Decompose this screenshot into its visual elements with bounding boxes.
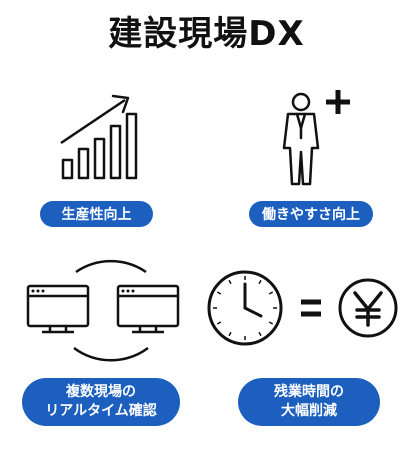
realtime-check-label: 複数現場の リアルタイム確認: [22, 378, 180, 426]
workability-label: 働きやすさ向上: [249, 201, 373, 227]
realtime-check-line2: リアルタイム確認: [45, 403, 157, 419]
overtime-reduction-line2: 大幅削減: [281, 403, 337, 419]
clock-equals-yen-icon: [207, 270, 398, 346]
realtime-check-line1: 複数現場の: [66, 384, 136, 400]
productivity-label: 生産性向上: [40, 201, 153, 227]
page-title: 建設現場DX: [108, 14, 305, 54]
overtime-reduction-line1: 残業時間の: [274, 384, 344, 400]
remote-monitors-icon: [26, 259, 180, 362]
overtime-reduction-label: 残業時間の 大幅削減: [238, 378, 380, 426]
worker-plus-icon: [282, 90, 350, 186]
growth-chart-icon: [60, 94, 138, 180]
